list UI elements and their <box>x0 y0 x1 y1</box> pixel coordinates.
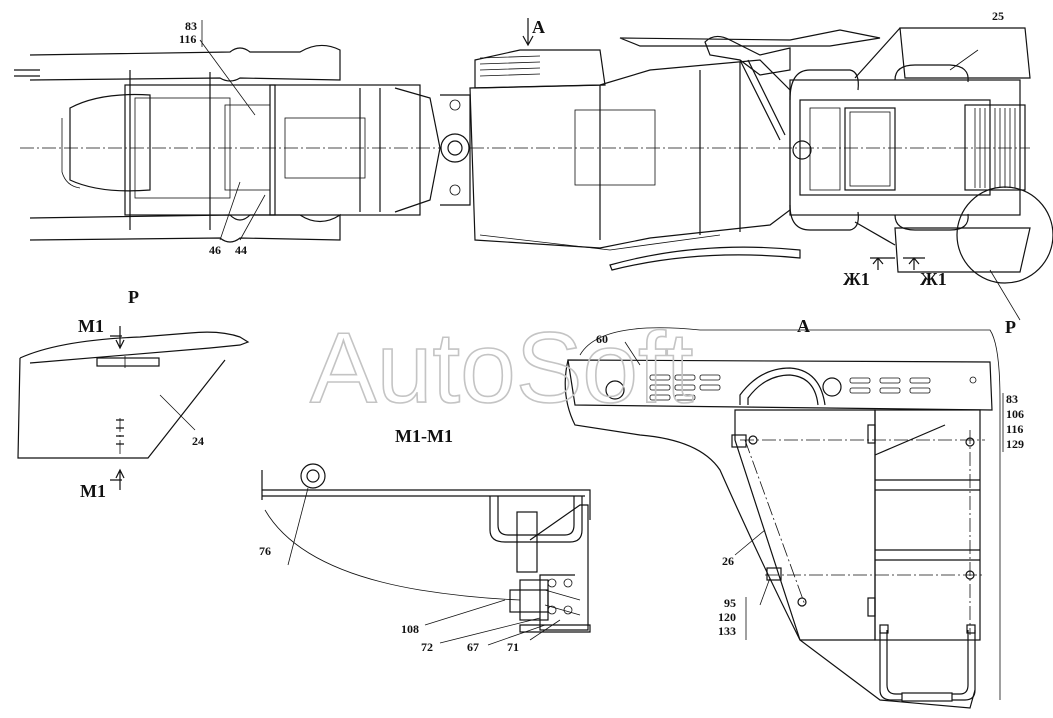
callout-129: 129 <box>1006 437 1024 451</box>
callout-95: 95 <box>724 596 736 610</box>
callout-24: 24 <box>192 434 204 448</box>
view-a-detail <box>564 327 1001 709</box>
callout-44: 44 <box>235 243 247 257</box>
label-view-p: Р <box>1005 317 1016 337</box>
label-cut-zh1-right: Ж1 <box>920 269 947 289</box>
callout-26: 26 <box>722 554 734 568</box>
callout-25: 25 <box>992 9 1004 23</box>
front-frame-plan <box>14 44 441 243</box>
callout-116-right: 116 <box>1006 422 1023 436</box>
label-view-a: А <box>532 17 545 37</box>
callout-83-right: 83 <box>1006 392 1018 406</box>
callout-71: 71 <box>507 640 519 654</box>
callout-106: 106 <box>1006 407 1024 421</box>
detail-p-step <box>17 326 250 490</box>
callout-83-top: 83 <box>185 19 197 33</box>
callout-133: 133 <box>718 624 736 638</box>
section-m1-bracket <box>261 463 591 646</box>
label-cut-m1-bottom: М1 <box>80 481 106 501</box>
callout-72: 72 <box>421 640 433 654</box>
platform-plan <box>789 27 1053 321</box>
leader-lines <box>199 39 979 366</box>
rear-body-plan <box>440 29 1030 271</box>
watermark: AutoSoft <box>310 312 694 424</box>
callout-46: 46 <box>209 243 221 257</box>
label-view-p-detail: Р <box>128 287 139 307</box>
callout-116-top: 116 <box>179 32 196 46</box>
label-section-m1: М1-М1 <box>395 426 453 446</box>
callout-120: 120 <box>718 610 736 624</box>
callout-108: 108 <box>401 622 419 636</box>
label-cut-zh1-left: Ж1 <box>843 269 870 289</box>
label-cut-m1-top: М1 <box>78 316 104 336</box>
label-view-a-detail: А <box>797 316 810 336</box>
view-a-arrow <box>522 18 534 47</box>
callout-76: 76 <box>259 544 271 558</box>
section-markers-zh1 <box>870 257 925 270</box>
callout-67: 67 <box>467 640 479 654</box>
callout-60: 60 <box>596 332 608 346</box>
